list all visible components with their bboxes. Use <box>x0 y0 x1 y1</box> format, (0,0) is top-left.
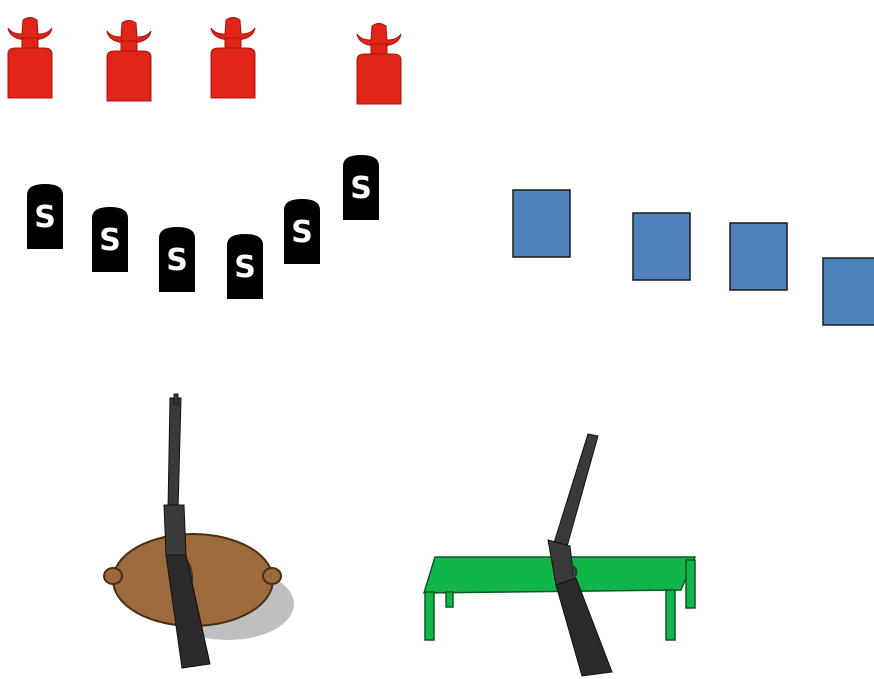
shotgun-marker-4[interactable]: S <box>227 234 263 299</box>
steel-plate-2[interactable] <box>632 212 691 281</box>
shotgun-marker-2[interactable]: S <box>92 207 128 272</box>
shotgun-marker-2-label: S <box>99 223 121 258</box>
cowboy-targets-row <box>7 17 402 105</box>
shotgun-marker-1[interactable]: S <box>27 184 63 249</box>
steel-plate-3[interactable] <box>729 222 788 291</box>
steel-plates-row <box>512 189 874 326</box>
shotgun-marker-5[interactable]: S <box>284 199 320 264</box>
lever-action-rifle-icon[interactable] <box>163 393 211 669</box>
shotgun-marker-1-label: S <box>34 200 56 235</box>
cowboy-target-1[interactable] <box>7 17 53 99</box>
shotgun-marker-4-label: S <box>234 250 256 285</box>
steel-plate-4[interactable] <box>822 257 874 326</box>
shotgun-icon[interactable] <box>547 433 613 677</box>
cowboy-target-3[interactable] <box>210 17 256 99</box>
steel-plate-1[interactable] <box>512 189 571 258</box>
cowboy-target-2[interactable] <box>106 20 152 102</box>
cowboy-target-4[interactable] <box>356 23 402 105</box>
rifle-on-barrel <box>103 393 294 669</box>
shotgun-marker-6[interactable]: S <box>343 155 379 220</box>
shotgun-marker-3-label: S <box>166 243 188 278</box>
shotgun-marker-3[interactable]: S <box>159 227 195 292</box>
shotgun-marker-5-label: S <box>291 215 313 250</box>
shotgun-markers-row: S S S S S S <box>27 155 379 299</box>
shotgun-marker-6-label: S <box>350 171 372 206</box>
shotgun-on-table <box>422 433 697 677</box>
